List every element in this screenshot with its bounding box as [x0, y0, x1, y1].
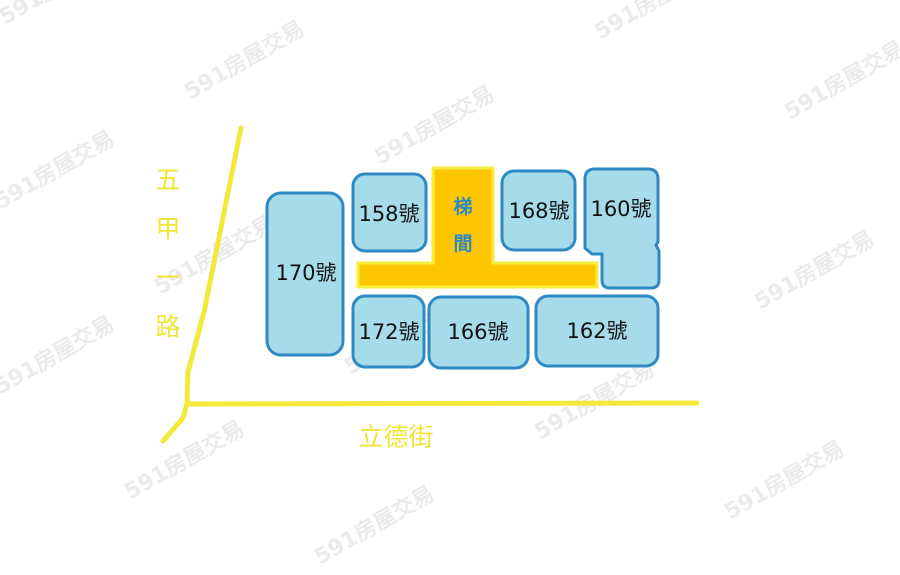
unit-160: [583, 167, 661, 290]
unit-172: [351, 294, 426, 369]
road-name-char: 路: [155, 313, 180, 342]
watermark: 591房屋交易: [530, 356, 659, 445]
unit-158-label: 158號: [358, 202, 419, 226]
road-label-vertical: 五 甲 一 路: [155, 166, 180, 342]
stairwell-label: 梯 間: [453, 195, 472, 255]
road-name-char: 一: [155, 264, 180, 293]
watermark: 591房屋交易: [780, 36, 900, 125]
watermark: 591房屋交易: [370, 81, 499, 170]
unit-168: [500, 169, 577, 252]
unit-162-label: 162號: [566, 319, 627, 343]
watermark: 591房屋交易: [590, 0, 719, 45]
road-label-horizontal: 立德街: [358, 423, 433, 452]
unit-170: [265, 191, 345, 357]
road-lide-street: [184, 400, 700, 407]
watermark: 591房屋交易: [750, 226, 879, 315]
watermark: 591房屋交易: [310, 481, 439, 570]
road-name-char: 甲: [155, 215, 180, 244]
watermark: 591房屋交易: [720, 436, 849, 525]
stairwell-label-char: 間: [453, 233, 472, 255]
unit-172-label: 172號: [358, 320, 419, 344]
road-name-char: 五: [155, 166, 180, 195]
watermark: 591房屋交易: [180, 16, 309, 105]
watermark: 591房屋交易: [0, 311, 119, 400]
watermark: 591房屋交易: [120, 416, 249, 505]
unit-166: [427, 295, 530, 370]
stairwell: [356, 166, 599, 289]
unit-170-label: 170號: [275, 261, 336, 285]
unit-160-label: 160號: [590, 197, 651, 221]
unit-168-label: 168號: [508, 199, 569, 223]
road-wujia-1st-road: [160, 125, 244, 444]
unit-166-label: 166號: [447, 320, 508, 344]
stairwell-label-char: 梯: [453, 195, 472, 218]
unit-162: [534, 294, 660, 368]
watermark: 591房屋交易: [0, 126, 119, 215]
unit-158: [351, 172, 428, 253]
watermark: 591房屋交易: [0, 0, 124, 30]
